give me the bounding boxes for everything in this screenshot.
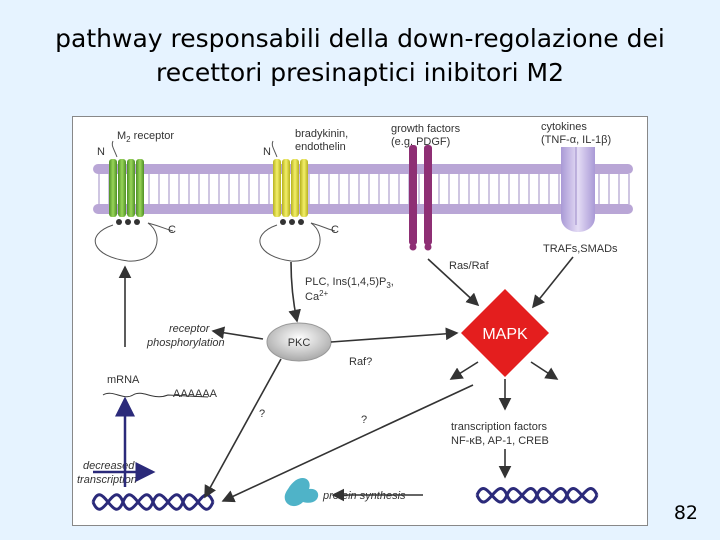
arrow-pkc-to-dna	[204, 358, 282, 499]
m2-receptor-label: M2 receptor	[117, 130, 174, 144]
slide-title: pathway responsabili della down-regolazi…	[20, 22, 700, 90]
m2-n-terminus-label: N	[97, 146, 105, 158]
calcium-label: Ca2+	[305, 289, 329, 303]
pathway-diagram: M2 receptor N C bradykinin, endothelin N…	[77, 121, 633, 511]
pdgf-label: (e.g. PDGF)	[391, 136, 450, 148]
dna-right	[475, 486, 599, 504]
arrow-ras-to-mapk	[427, 258, 480, 307]
transcription-factors-label: transcription factors	[451, 421, 547, 433]
arrow-pkc-to-mapk	[330, 327, 459, 343]
poly-a-tail-label: AAAAAA	[173, 388, 218, 400]
question-mark-left: ?	[259, 408, 265, 420]
nfkb-ap1-creb-label: NF-κB, AP-1, CREB	[451, 435, 549, 447]
slide-title-line-1: pathway responsabili della down-regolazi…	[55, 24, 665, 53]
question-mark-right: ?	[361, 414, 367, 426]
mrna-strand	[102, 392, 209, 398]
transcription-label: transcription	[77, 474, 137, 486]
receptor-label: receptor	[169, 323, 211, 335]
tnf-il1-label: (TNF-α, IL-1β)	[541, 134, 611, 146]
pkc-label: PKC	[288, 337, 311, 349]
trafs-smads-label: TRAFs,SMADs	[543, 243, 618, 255]
bradykinin-label: bradykinin,	[295, 128, 348, 140]
plc-label: PLC, Ins(1,4,5)P3,	[305, 276, 394, 290]
cytokines-label: cytokines	[541, 121, 587, 133]
signaling-pathway-figure: M2 receptor N C bradykinin, endothelin N…	[72, 116, 648, 526]
cytokine-receptor	[561, 147, 595, 232]
slide-title-line-2: recettori presinaptici inibitori M2	[156, 58, 564, 87]
arrow-mapk-down-right	[530, 361, 559, 380]
arrow-pkc-to-receptor	[211, 326, 264, 340]
mrna-label: mRNA	[107, 374, 140, 386]
protein-synthesis-label: protein synthesis	[322, 490, 406, 502]
phosphorylation-label: phosphorylation	[146, 337, 225, 349]
endothelin-label: endothelin	[295, 141, 346, 153]
dna-left	[91, 493, 215, 511]
cell-membrane	[93, 164, 633, 214]
arrow-trafs-to-mapk	[532, 256, 574, 309]
growth-factors-label: growth factors	[391, 123, 461, 135]
m2-c-terminus-label: C	[168, 224, 176, 236]
m2-receptor	[94, 140, 174, 262]
protein-icon	[284, 478, 319, 507]
mapk-label: MAPK	[482, 326, 528, 343]
raf-question-label: Raf?	[349, 356, 372, 368]
bradykinin-c-terminus-label: C	[331, 224, 339, 236]
bradykinin-n-terminus-label: N	[263, 146, 271, 158]
growth-factor-receptor	[409, 145, 432, 251]
page-number: 82	[673, 502, 698, 524]
bradykinin-receptor	[259, 140, 336, 262]
arrow-mapk-to-dna	[221, 384, 474, 503]
decreased-label: decreased	[83, 460, 135, 472]
mapk-node	[461, 289, 549, 377]
arrow-receptor-to-pkc	[288, 261, 301, 323]
ras-raf-label: Ras/Raf	[449, 260, 490, 272]
arrow-mapk-down-left	[449, 361, 479, 380]
